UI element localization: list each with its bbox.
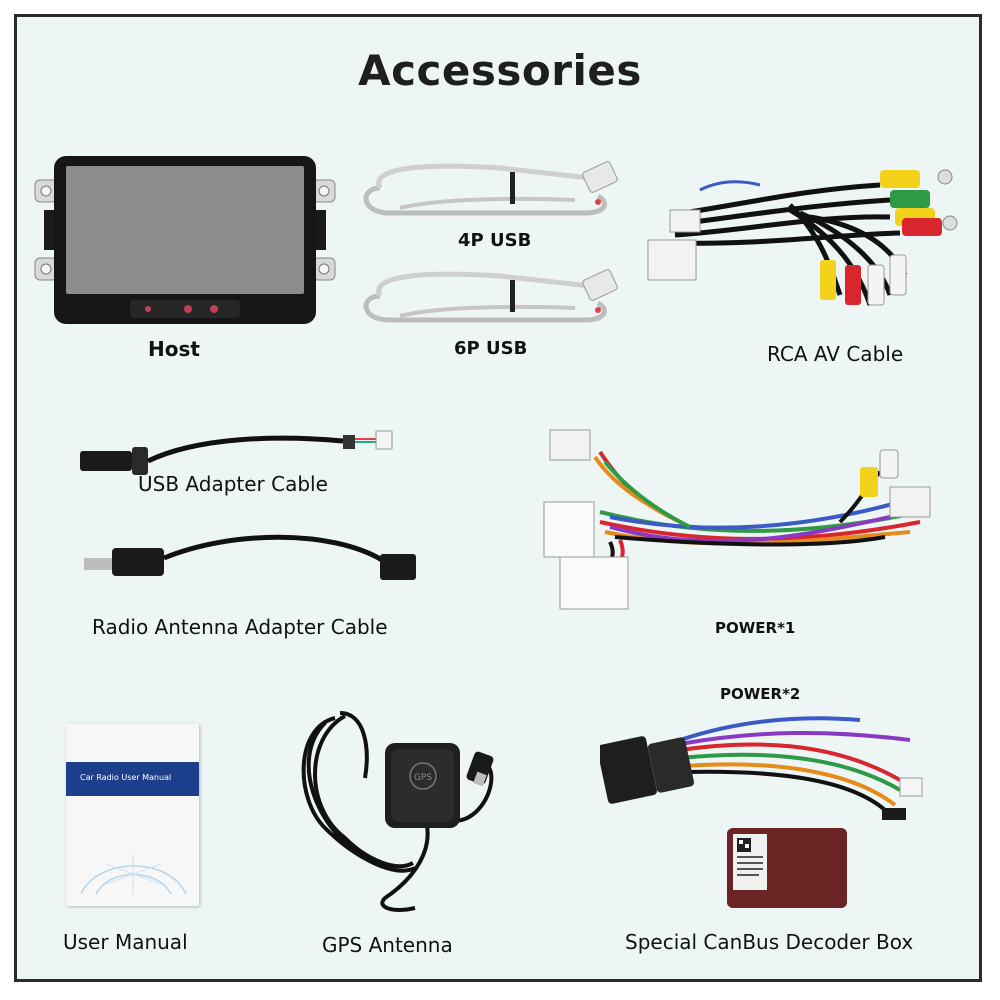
gps-module-label: GPS	[414, 773, 432, 783]
power-1-harness-image	[540, 422, 940, 612]
gps-antenna-image: GPS	[295, 708, 510, 923]
usb-4p-label: 4P USB	[458, 230, 532, 251]
user-manual-label: User Manual	[63, 930, 188, 954]
host-unit-image	[30, 150, 340, 330]
usb-6p-label: 6P USB	[454, 338, 528, 359]
usb-4p-cable-image	[360, 158, 625, 228]
rca-av-cable-label: RCA AV Cable	[767, 342, 904, 366]
power-2-label: POWER*2	[720, 685, 801, 703]
page-title: Accessories	[358, 46, 642, 95]
power-2-harness-image	[600, 710, 930, 820]
rca-av-cable-image	[640, 155, 970, 330]
gps-antenna-label: GPS Antenna	[322, 933, 453, 957]
user-manual-image: Car Radio User Manual	[66, 724, 199, 906]
usb-adapter-cable-image	[78, 425, 398, 485]
radio-antenna-adapter-label: Radio Antenna Adapter Cable	[92, 615, 388, 639]
manual-cover-globe-graphic	[80, 854, 187, 895]
manual-cover-title: Car Radio User Manual	[80, 773, 172, 782]
canbus-decoder-box-label: Special CanBus Decoder Box	[625, 930, 914, 954]
usb-adapter-cable-label: USB Adapter Cable	[138, 472, 328, 496]
host-label: Host	[148, 337, 200, 361]
manual-cover-band	[66, 762, 199, 796]
usb-6p-cable-image	[360, 268, 625, 334]
radio-antenna-adapter-image	[82, 530, 427, 590]
power-1-label: POWER*1	[715, 619, 796, 637]
canbus-decoder-box-image	[725, 826, 850, 911]
